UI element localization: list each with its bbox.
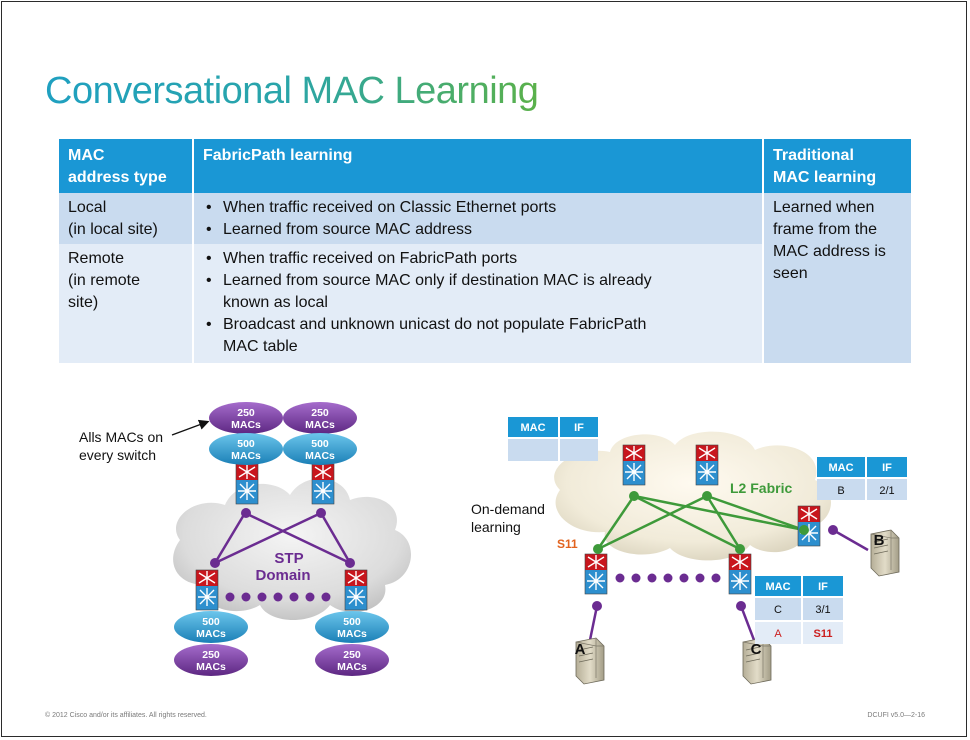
svg-text:500: 500	[343, 616, 361, 628]
svg-text:IF: IF	[882, 462, 892, 474]
svg-text:S11: S11	[814, 628, 833, 640]
mac-table-empty: MAC IF	[508, 417, 598, 461]
host-links	[588, 528, 869, 641]
header-mac-type: MAC address type	[59, 139, 194, 193]
stp-switch-top-left	[235, 463, 259, 505]
stp-switch-bottom-left	[195, 569, 219, 611]
table-header-row: MAC address type FabricPath learning Tra…	[59, 139, 911, 193]
pill-250-top-left: 250 MACs	[209, 402, 283, 434]
header-fabricpath: FabricPath learning	[193, 139, 764, 193]
svg-text:IF: IF	[574, 422, 584, 434]
stp-label-1: STP	[274, 550, 303, 567]
svg-text:A: A	[774, 628, 782, 640]
pill-500-top-left: 500 MACs	[209, 433, 283, 465]
pill-500-bottom-right: 500 MACs	[315, 611, 389, 643]
copyright-text: © 2012 Cisco and/or its affiliates. All …	[45, 712, 207, 719]
svg-text:IF: IF	[818, 581, 828, 593]
stp-switch-top-right	[311, 463, 335, 505]
header-traditional: Traditional MAC learning	[763, 139, 911, 193]
host-port-dots	[592, 525, 838, 611]
cell-traditional: Learned when frame from the MAC address …	[763, 193, 911, 363]
svg-text:MAC: MAC	[765, 581, 790, 593]
list-item: Learned from source MAC only if destinat…	[206, 270, 753, 314]
svg-text:2/1: 2/1	[879, 485, 894, 497]
ondemand-line-1: On-demand	[471, 501, 545, 517]
svg-text:MAC: MAC	[520, 422, 545, 434]
host-c-label: C	[751, 641, 762, 658]
svg-text:C: C	[774, 604, 782, 616]
stp-links	[213, 511, 352, 565]
svg-text:MACs: MACs	[305, 450, 335, 462]
slide-title: Conversational MAC Learning	[45, 70, 539, 112]
l2-fabric-label: L2 Fabric	[730, 480, 792, 496]
svg-text:B: B	[837, 485, 844, 497]
pill-500-top-right: 500 MACs	[283, 433, 357, 465]
course-id: DCUFI v5.0—2-16	[867, 712, 925, 719]
annotation-line-2: every switch	[79, 447, 156, 463]
cell-local-type: Local (in local site)	[59, 193, 194, 244]
fabric-spine-left	[622, 444, 646, 486]
cell-local-fabric: When traffic received on Classic Etherne…	[193, 193, 764, 244]
stp-port-dots	[210, 508, 355, 568]
svg-text:250: 250	[343, 649, 361, 661]
svg-text:MACs: MACs	[305, 419, 335, 431]
svg-text:250: 250	[202, 649, 220, 661]
svg-text:MACs: MACs	[196, 628, 226, 640]
fabric-spine-right	[695, 444, 719, 486]
list-item: Learned from source MAC address	[206, 219, 753, 241]
list-item: When traffic received on Classic Etherne…	[206, 197, 753, 219]
table-row-remote: Remote (in remote site) When traffic rec…	[59, 244, 911, 363]
fabric-blocked-link	[615, 573, 721, 583]
svg-text:500: 500	[237, 438, 255, 450]
stp-switch-bottom-right	[344, 569, 368, 611]
stp-label-2: Domain	[255, 567, 310, 584]
table-row-local: Local (in local site) When traffic recei…	[59, 193, 911, 363]
mac-learning-table: MAC address type FabricPath learning Tra…	[59, 139, 911, 363]
cell-remote-fabric: When traffic received on FabricPath port…	[193, 244, 764, 363]
svg-text:250: 250	[237, 407, 255, 419]
list-item: Broadcast and unknown unicast do not pop…	[206, 314, 753, 358]
ondemand-line-2: learning	[471, 519, 521, 535]
svg-text:MACs: MACs	[337, 661, 367, 673]
svg-text:MACs: MACs	[231, 419, 261, 431]
mac-table-c: MAC IF C 3/1 A S11	[755, 576, 843, 644]
svg-text:3/1: 3/1	[815, 604, 830, 616]
svg-text:MACs: MACs	[196, 661, 226, 673]
s11-label: S11	[557, 537, 578, 551]
pill-500-bottom-left: 500 MACs	[174, 611, 248, 643]
pill-250-top-right: 250 MACs	[283, 402, 357, 434]
fabric-edge-s11	[584, 553, 608, 595]
svg-text:MACs: MACs	[231, 450, 261, 462]
svg-text:MAC: MAC	[828, 462, 853, 474]
annotation-arrow	[171, 419, 210, 436]
cell-remote-type: Remote (in remote site)	[59, 244, 194, 363]
fabric-links	[596, 494, 805, 551]
fabric-port-dots	[593, 491, 809, 554]
annotation-line-1: Alls MACs on	[79, 429, 163, 445]
mac-table-b: MAC IF B 2/1	[817, 457, 907, 500]
stp-blocked-link	[225, 592, 331, 602]
fabric-edge-c	[728, 553, 752, 595]
svg-text:500: 500	[202, 616, 220, 628]
host-b-label: B	[874, 532, 885, 549]
svg-text:MACs: MACs	[337, 628, 367, 640]
pill-250-bottom-left: 250 MACs	[174, 644, 248, 676]
host-a-label: A	[575, 641, 586, 658]
pill-250-bottom-right: 250 MACs	[315, 644, 389, 676]
svg-text:500: 500	[311, 438, 329, 450]
list-item: When traffic received on FabricPath port…	[206, 248, 753, 270]
svg-text:250: 250	[311, 407, 329, 419]
